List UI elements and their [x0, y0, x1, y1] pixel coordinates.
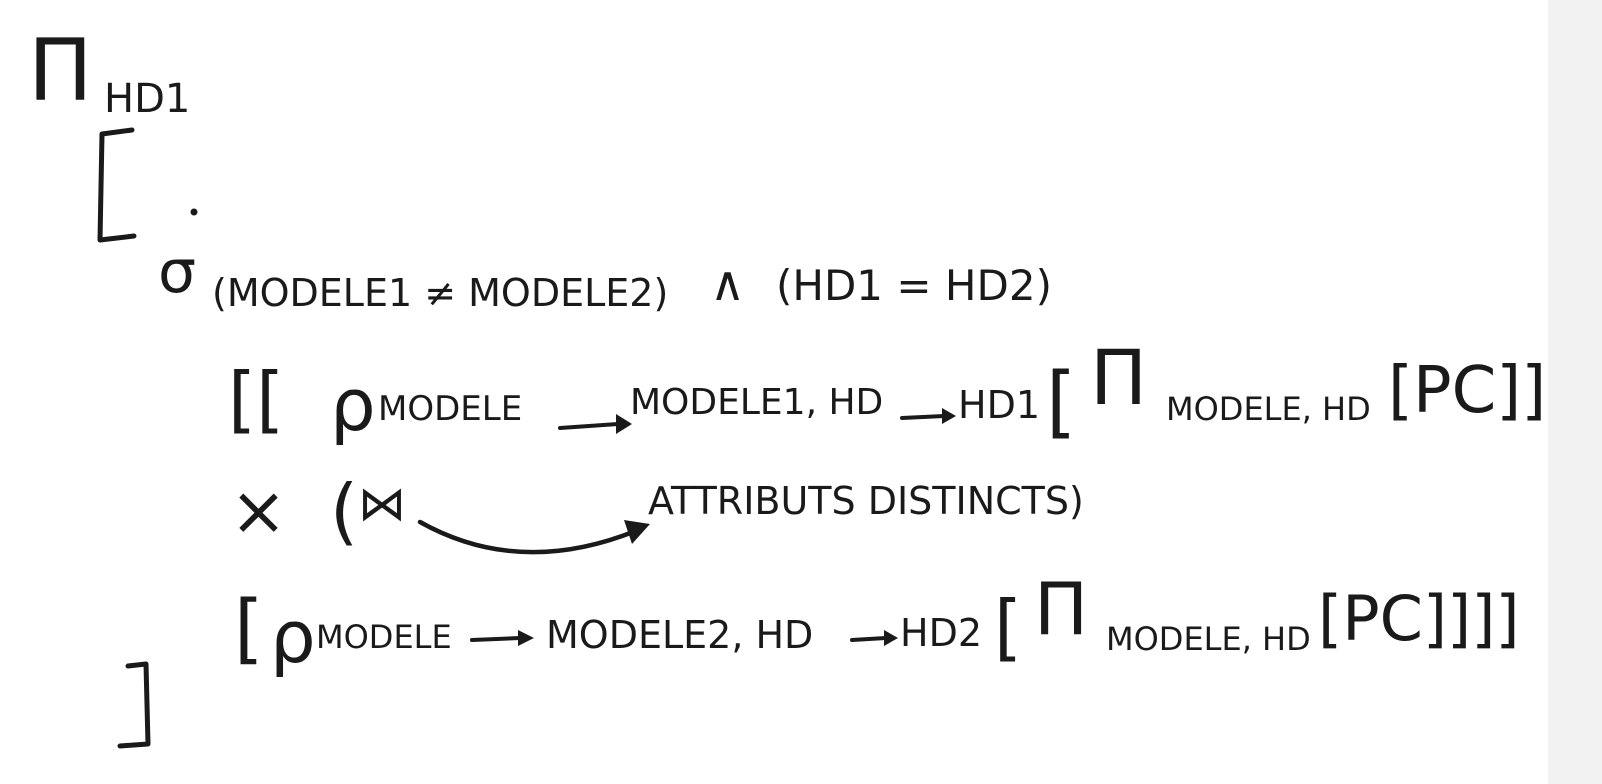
- natural-join-symbol: ⋈: [358, 476, 406, 532]
- inner-projection-subscript-2: MODELE, HD: [1106, 620, 1311, 658]
- rename-arrow-hd-1: [900, 414, 946, 420]
- cross-product-symbol: ×: [230, 472, 287, 551]
- double-open-bracket: [[: [228, 357, 284, 441]
- inner-projection-subscript-1: MODELE, HD: [1166, 390, 1371, 428]
- distinct-attributes-annotation: ATTRIBUTS DISTINCTS): [648, 479, 1084, 523]
- rename-from-1: MODELE: [378, 389, 522, 429]
- and-symbol: ∧: [710, 256, 745, 312]
- selection-condition-1: (MODELE1 ≠ MODELE2): [212, 271, 668, 315]
- outer-open-bracket: [97, 127, 137, 243]
- rename-to-hd-1: HD1: [958, 383, 1040, 427]
- selection-condition-2: (HD1 = HD2): [776, 261, 1052, 310]
- join-annotation-arrow: [417, 519, 641, 555]
- rename-symbol-2: ρ: [270, 595, 316, 679]
- rename-from-2: MODELE: [316, 618, 452, 656]
- inner-projection-symbol-2: Π: [1034, 567, 1088, 651]
- page-margin: [1548, 0, 1602, 784]
- inner-open-bracket-2: [: [994, 585, 1022, 669]
- rename-symbol-1: ρ: [330, 363, 376, 447]
- rename-to-hd-2: HD2: [900, 611, 982, 655]
- inner-projection-symbol-1: Π: [1090, 333, 1147, 422]
- arrow-head-icon: [884, 630, 898, 646]
- outer-projection-subscript: HD1: [104, 76, 190, 122]
- rename-to-1: MODELE1, HD: [630, 382, 883, 423]
- arrow-head-icon: [616, 414, 632, 434]
- arrow-head-icon: [942, 408, 956, 424]
- inner-open-bracket-1: [: [1046, 357, 1076, 447]
- open-bracket-2: [: [234, 583, 264, 672]
- relation-pc-1: [PC]]]: [1388, 354, 1548, 428]
- ink-dot: [190, 208, 198, 216]
- rename-arrow-2: [470, 636, 522, 642]
- outer-close-bracket: [117, 661, 151, 749]
- relational-algebra-expression: Π HD1 σ (MODELE1 ≠ MODELE2) ∧ (HD1 = HD2…: [28, 21, 1548, 749]
- rename-to-2: MODELE2, HD: [546, 613, 813, 657]
- rename-arrow-hd-2: [850, 636, 888, 642]
- outer-projection-symbol: Π: [28, 21, 93, 121]
- relation-pc-2: [PC]]]]: [1318, 582, 1520, 655]
- arrow-head-icon: [624, 520, 650, 544]
- arrow-head-icon: [518, 630, 534, 646]
- selection-symbol: σ: [158, 237, 196, 307]
- rename-arrow-1: [558, 422, 620, 430]
- join-open-paren: (: [330, 469, 358, 553]
